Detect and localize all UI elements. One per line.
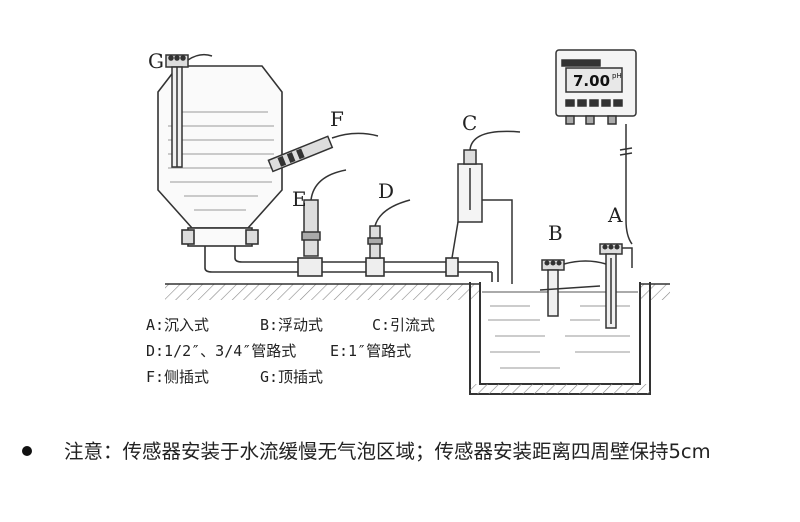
pipeline [297, 257, 499, 282]
meter-unit: pH [612, 72, 622, 80]
ground [165, 283, 670, 300]
legend-item: E:1″管路式 [330, 342, 411, 360]
sensor-b-floating [539, 259, 607, 317]
legend-item: D:1/2″、3/4″管路式 [146, 342, 296, 360]
label-c: C [462, 111, 477, 135]
label-f: F [330, 107, 344, 131]
label-b: B [548, 221, 563, 245]
open-tank [469, 282, 651, 395]
legend: A:沉入式 B:浮动式 C:引流式 D:1/2″、3/4″管路式 E:1″管路式… [146, 316, 435, 386]
installation-note: 注意：传感器安装于水流缓慢无气泡区域；传感器安装距离四周壁保持5cm [22, 436, 782, 467]
label-a: A [607, 203, 623, 227]
legend-item: G:顶插式 [260, 368, 323, 386]
label-e: E [292, 187, 307, 211]
label-d: D [378, 179, 394, 203]
legend-item: F:侧插式 [146, 368, 209, 386]
meter-display-value: 7.00 [573, 72, 610, 90]
sensor-g-top-insertion [165, 53, 213, 168]
sensor-a-submersible [599, 243, 633, 329]
label-g: G [148, 49, 164, 73]
legend-item: A:沉入式 [146, 316, 209, 334]
tank-wall-hatch [470, 384, 650, 394]
tank-water-lines [168, 111, 274, 211]
legend-item: B:浮动式 [260, 316, 323, 334]
sensor-c-flow-through [451, 130, 521, 284]
tank-vessel [157, 65, 300, 273]
sensor-d-pipe-small [367, 199, 411, 259]
sensor-installation-diagram: 7.00 pH G F E D C B A A:沉入式 B:浮动式 C:引流式 … [146, 49, 670, 395]
controller-meter [555, 49, 637, 245]
bullet-icon [22, 446, 32, 456]
sensor-f-side-insertion [267, 132, 379, 173]
note-text: 注意：传感器安装于水流缓慢无气泡区域；传感器安装距离四周壁保持5cm [64, 440, 711, 463]
legend-item: C:引流式 [372, 316, 435, 334]
sensor-e-pipe-1in [301, 169, 347, 257]
